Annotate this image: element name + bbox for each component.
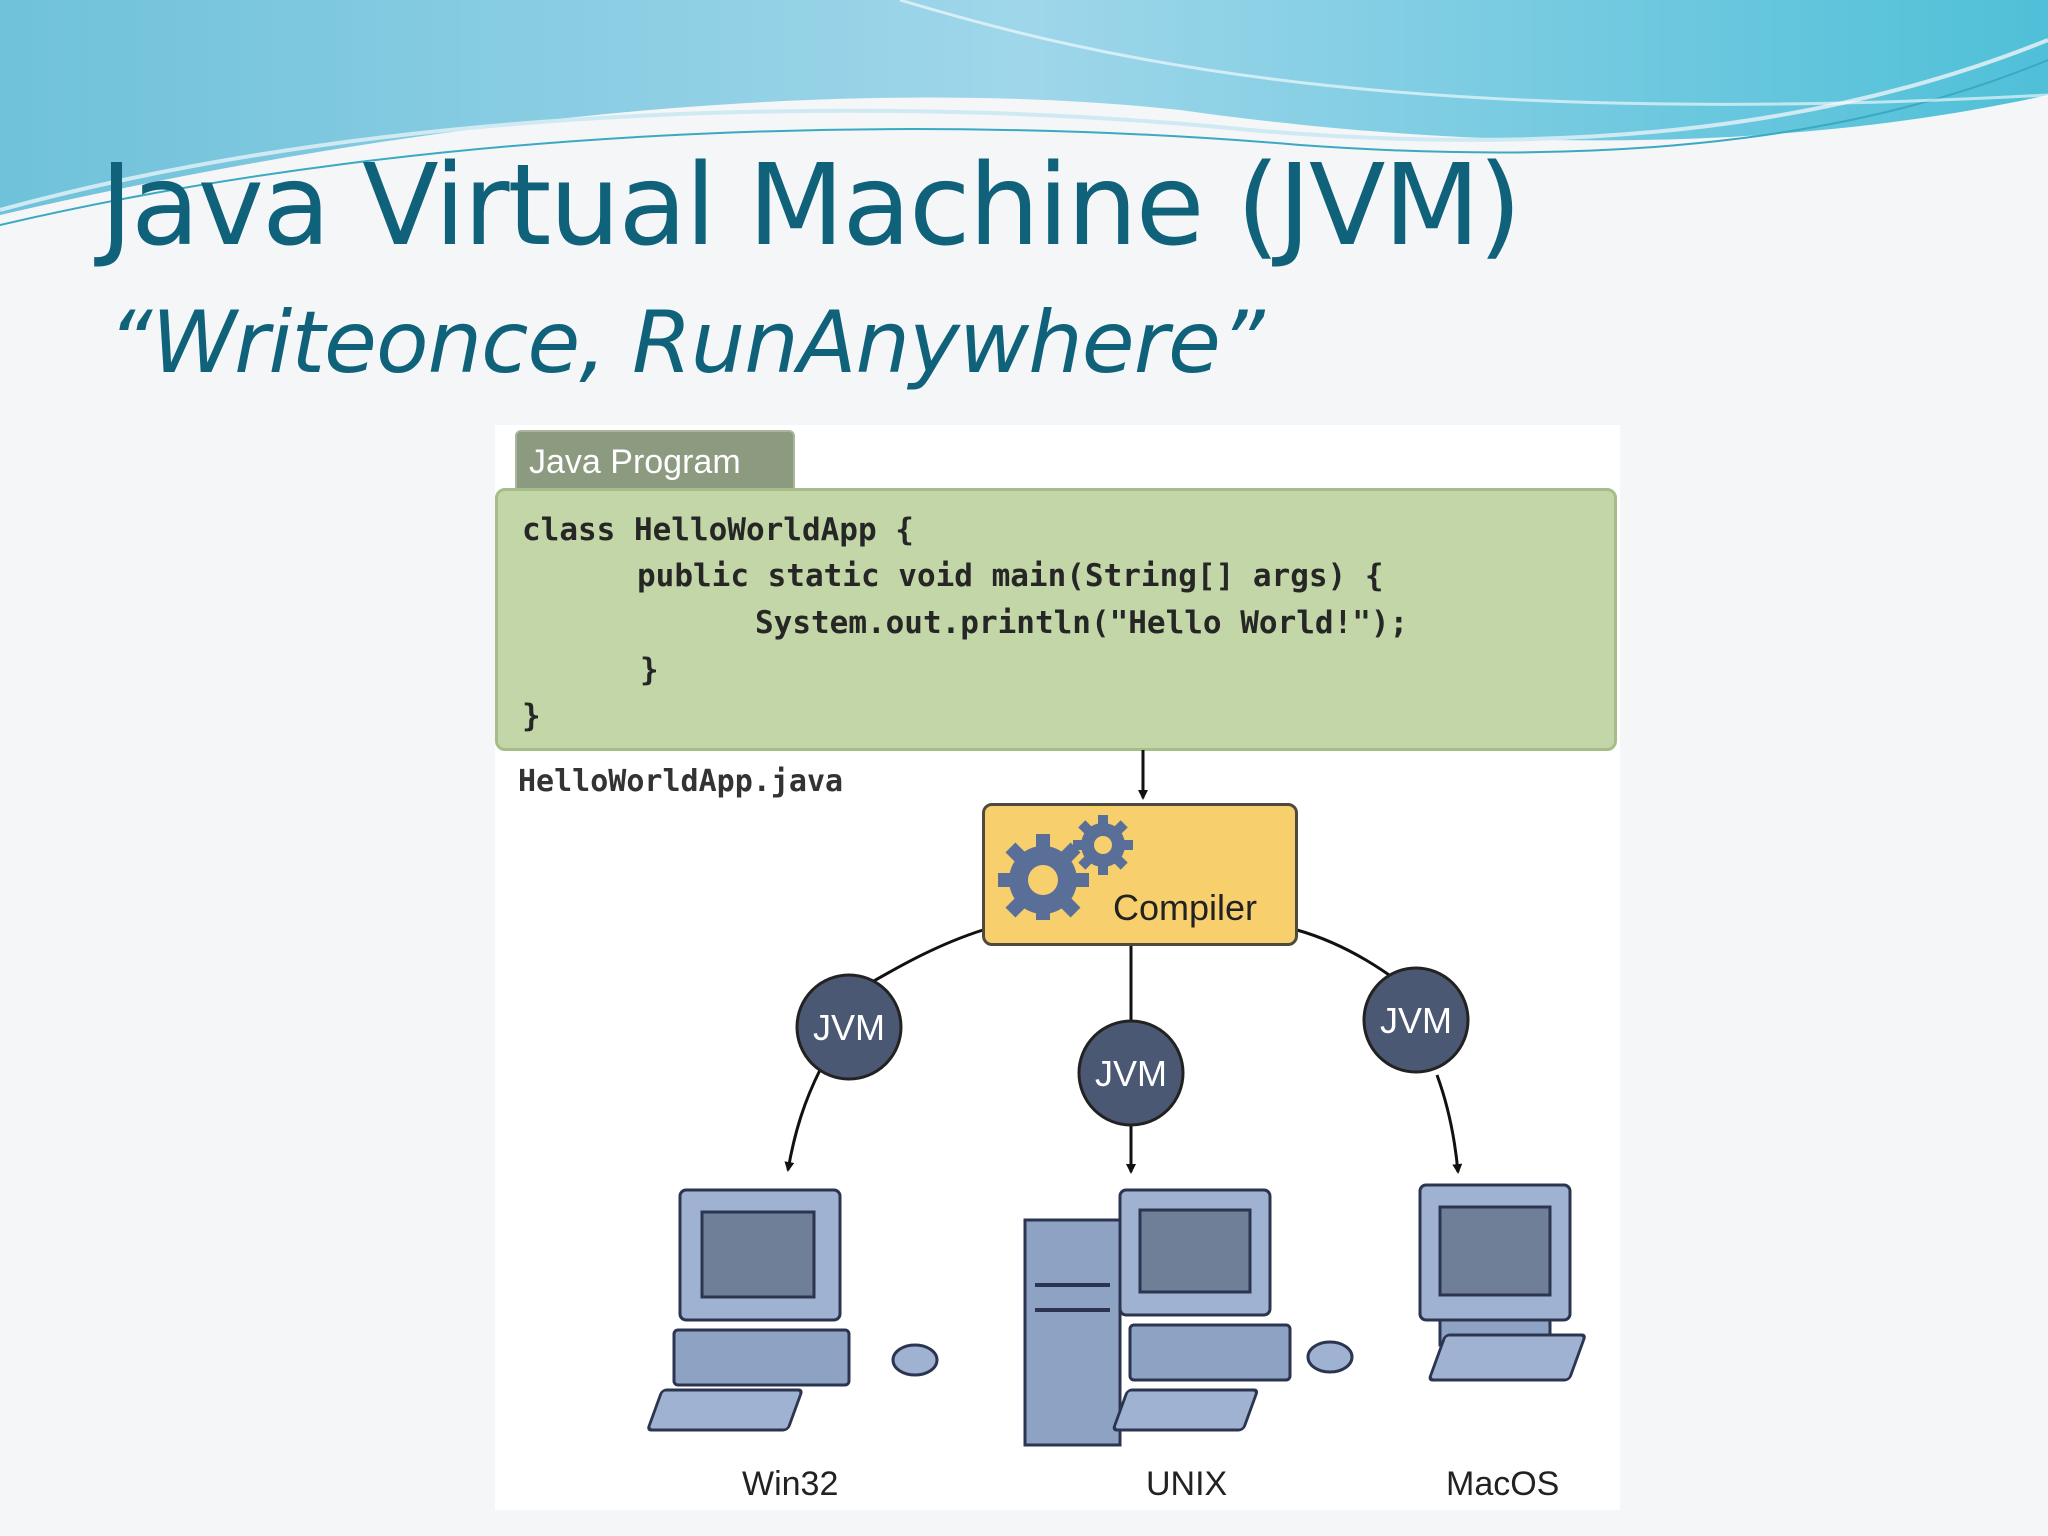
code-block bbox=[495, 488, 1617, 751]
code-line: public static void main(String[] args) { bbox=[637, 558, 1384, 594]
jvm-label-left: JVM bbox=[813, 1007, 885, 1048]
platform-label-macos: MacOS bbox=[1446, 1465, 1560, 1503]
win32-computer-icon bbox=[647, 1188, 939, 1432]
jvm-circle-center bbox=[1077, 1019, 1185, 1127]
slide-subtitle: “Writeonce, RunAnywhere” bbox=[108, 293, 1265, 393]
jvm-label-center: JVM bbox=[1095, 1053, 1167, 1094]
source-filename: HelloWorldApp.java bbox=[518, 764, 844, 799]
unix-computer-icon bbox=[1023, 1188, 1354, 1447]
jvm-circle-right bbox=[1362, 966, 1470, 1074]
slide-title: Java Virtual Machine (JVM) bbox=[100, 141, 1522, 271]
jvm-to-win32-arrow bbox=[784, 1069, 822, 1172]
platform-label-unix: UNIX bbox=[1146, 1465, 1228, 1503]
platform-label-win32: Win32 bbox=[742, 1465, 839, 1503]
gears-icon bbox=[998, 815, 1133, 920]
jvm-label-right: JVM bbox=[1380, 1000, 1452, 1041]
jvm-to-macos-arrow bbox=[1435, 1074, 1463, 1174]
code-line: } bbox=[640, 652, 659, 688]
macos-computer-icon bbox=[1418, 1183, 1586, 1382]
code-line: class HelloWorldApp { bbox=[522, 512, 914, 548]
compiler-label: Compiler bbox=[1113, 887, 1258, 928]
java-program-tab: Java Program bbox=[515, 430, 795, 490]
jvm-circle-left bbox=[795, 973, 903, 1081]
code-line: } bbox=[522, 698, 541, 734]
code-line: System.out.println("Hello World!"); bbox=[755, 605, 1409, 641]
